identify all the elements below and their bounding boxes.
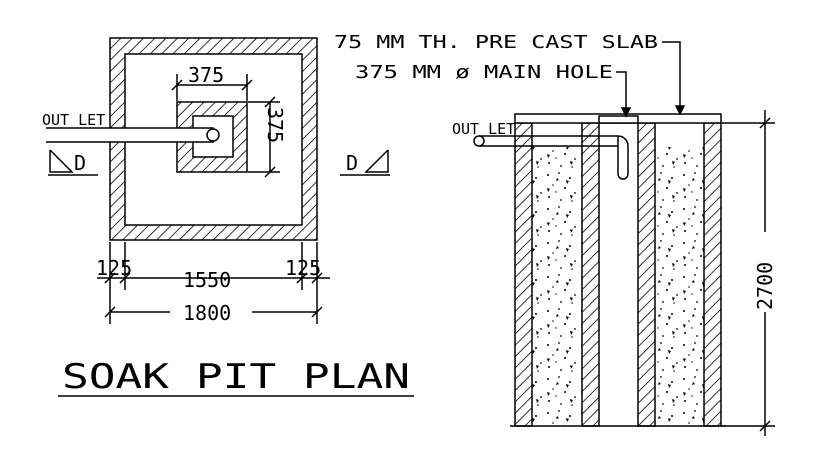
section-outlet-label: OUT LET bbox=[452, 120, 515, 138]
section-wall-inner-left bbox=[581, 122, 600, 427]
plan-outlet-label: OUT LET bbox=[42, 111, 105, 129]
leader-slab bbox=[662, 41, 681, 114]
plan-view bbox=[46, 37, 414, 397]
plan-pipe-bend bbox=[206, 128, 220, 142]
manhole-cover bbox=[598, 115, 639, 124]
dim-wall-left: 125 bbox=[96, 256, 132, 280]
dim-overall-width: 1800 bbox=[183, 301, 231, 325]
plan-outlet-pipe bbox=[46, 127, 214, 143]
section-mark-left: D bbox=[74, 151, 86, 175]
note-precast-slab: 75 MM TH. PRE CAST SLAB bbox=[334, 32, 658, 53]
gravel-fill-left bbox=[532, 147, 582, 426]
dim-wall-right: 125 bbox=[285, 256, 321, 280]
section-outlet-pipe bbox=[479, 135, 629, 180]
dim-depth: 2700 bbox=[753, 262, 777, 310]
dim-inner-width: 1550 bbox=[183, 268, 231, 292]
note-main-hole: 375 MM ø MAIN HOLE bbox=[355, 62, 613, 83]
section-mark-right-arrow bbox=[364, 149, 389, 173]
section-view bbox=[473, 41, 775, 436]
dim-hole-width: 375 bbox=[188, 63, 224, 87]
leader-main-hole bbox=[616, 71, 627, 116]
plan-outer-wall bbox=[109, 37, 318, 241]
plan-manhole-wall bbox=[176, 101, 248, 173]
section-mark-left-arrow bbox=[49, 149, 74, 173]
section-wall-inner-right bbox=[637, 122, 656, 427]
gravel-fill-right bbox=[655, 147, 704, 426]
section-wall-outer-left bbox=[514, 122, 533, 427]
section-wall-outer-right bbox=[703, 122, 722, 427]
drawing-title: SOAK PIT PLAN bbox=[62, 357, 410, 397]
section-mark-right: D bbox=[346, 151, 358, 175]
dim-hole-height: 375 bbox=[263, 107, 287, 143]
